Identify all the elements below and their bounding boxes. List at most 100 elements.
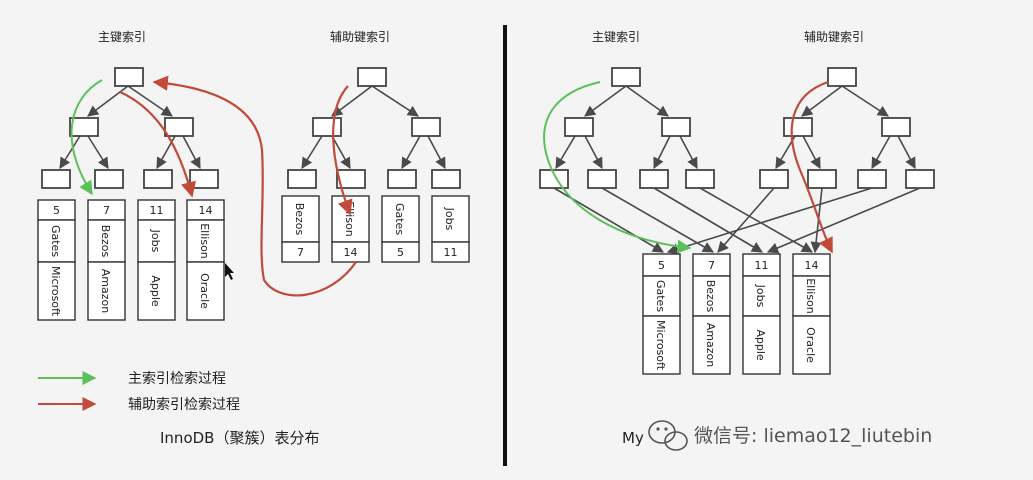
right-primary-index-title: 主键索引 (592, 30, 640, 44)
left-record-company: Microsoft (49, 266, 62, 317)
left-primary-search-path (70, 79, 103, 196)
left-secondary-tree-edges (301, 85, 446, 169)
data-row-company: Amazon (704, 323, 717, 367)
left-record: 14 Ellison Oracle (186, 199, 225, 321)
left-primary-leaf-records: 5 Gates Microsoft 7 Bezos Amazon 11 Jobs (37, 199, 225, 321)
left-record-company: Amazon (99, 269, 112, 313)
right-secondary-index-title: 辅助键索引 (804, 30, 864, 44)
left-record-name: Ellison (198, 223, 211, 259)
left-record-company: Apple (149, 275, 162, 307)
data-row: 11 Jobs Apple (742, 253, 781, 375)
data-row: 7 Bezos Amazon (692, 253, 731, 375)
left-caption: InnoDB（聚簇）表分布 (160, 429, 319, 447)
right-panel: 主键索引 辅助键索引 (539, 30, 935, 447)
left-secondary-leaf-node (287, 169, 317, 189)
legend: 主索引检索过程 辅助索引检索过程 (38, 370, 240, 413)
left-record-id: 14 (199, 204, 213, 217)
secondary-entry: Bezos 7 (281, 195, 320, 263)
secondary-entry-id: 11 (444, 246, 458, 259)
left-record-name: Bezos (99, 225, 112, 258)
mouse-cursor-icon (225, 263, 234, 280)
left-record-company: Oracle (198, 273, 211, 309)
left-primary-leaf-node (94, 169, 124, 189)
right-secondary-search-path (790, 80, 833, 254)
right-primary-inner-node (564, 117, 594, 137)
watermark-text: 微信号: liemao12_liutebin (694, 425, 932, 447)
left-secondary-to-primary-path (119, 90, 196, 198)
secondary-entry-id: 7 (297, 246, 304, 259)
data-row-id: 7 (708, 259, 715, 272)
left-primary-leaf-node (41, 169, 71, 189)
data-row-name: Bezos (704, 280, 717, 313)
right-secondary-leaf-node (905, 169, 935, 189)
left-secondary-root-node (357, 67, 387, 87)
left-record-id: 11 (150, 204, 164, 217)
left-secondary-search-path (332, 85, 353, 216)
right-primary-leaf-node (639, 169, 669, 189)
right-primary-leaf-node (587, 169, 617, 189)
left-secondary-leaf-node (431, 169, 461, 189)
left-panel: 主键索引 辅助键索引 5 (37, 30, 470, 447)
right-secondary-inner-node (881, 117, 911, 137)
left-primary-root-node (114, 67, 144, 87)
secondary-entry: Jobs 11 (431, 195, 470, 263)
left-record-name: Jobs (149, 229, 162, 253)
data-row: 5 Gates Microsoft (642, 253, 681, 375)
data-row-name: Gates (654, 280, 667, 312)
left-secondary-inner-node (411, 117, 441, 137)
data-row-id: 14 (805, 259, 819, 272)
right-data-rows: 5 Gates Microsoft 7 Bezos Amazon 11 Jobs… (642, 253, 831, 375)
watermark: 微信号: liemao12_liutebin (648, 420, 932, 451)
secondary-entry: Gates 5 (381, 195, 420, 263)
left-secondary-tree-nodes (287, 67, 461, 189)
left-record: 11 Jobs Apple (137, 199, 176, 321)
left-secondary-leaf-entries: Bezos 7 Ellison 14 Gates 5 Jobs 11 (281, 195, 470, 263)
data-row-id: 5 (658, 259, 665, 272)
right-primary-inner-node (661, 117, 691, 137)
left-record: 5 Gates Microsoft (37, 199, 76, 321)
secondary-entry-name: Gates (393, 203, 406, 235)
left-primary-inner-node (164, 117, 194, 137)
left-primary-leaf-node (189, 169, 219, 189)
left-secondary-leaf-node (336, 169, 366, 189)
left-secondary-leaf-node (387, 169, 417, 189)
data-row: 14 Ellison Oracle (792, 253, 831, 375)
left-secondary-inner-node (312, 117, 342, 137)
secondary-entry-name: Bezos (293, 203, 306, 236)
legend-red-label: 辅助索引检索过程 (128, 396, 240, 413)
left-record-name: Gates (49, 225, 62, 257)
secondary-entry-name: Jobs (443, 207, 456, 231)
data-row-name: Jobs (754, 284, 767, 308)
left-primary-tree-nodes (41, 67, 219, 189)
left-record: 7 Bezos Amazon (87, 199, 126, 321)
right-secondary-tree-nodes (759, 67, 935, 189)
right-secondary-leaf-node (759, 169, 789, 189)
secondary-entry-name: Ellison (343, 201, 356, 237)
right-primary-leaf-node (685, 169, 715, 189)
left-secondary-index-title: 辅助键索引 (330, 30, 390, 44)
left-primary-leaf-node (143, 169, 173, 189)
right-primary-tree-nodes (539, 67, 715, 189)
right-primary-tree-edges (555, 85, 698, 170)
secondary-entry-id: 5 (397, 246, 404, 259)
wechat-icon (648, 420, 688, 451)
left-record-id: 7 (103, 204, 110, 217)
data-row-company: Microsoft (654, 320, 667, 371)
left-lookup-back-path (152, 75, 357, 297)
data-row-name: Ellison (804, 278, 817, 314)
left-primary-inner-node (69, 117, 99, 137)
right-secondary-leaf-node (807, 169, 837, 189)
right-secondary-inner-node (783, 117, 813, 137)
left-primary-index-title: 主键索引 (98, 30, 146, 44)
data-row-company: Apple (754, 329, 767, 361)
right-secondary-leaf-node (857, 169, 887, 189)
left-record-id: 5 (53, 204, 60, 217)
secondary-entry-id: 14 (344, 246, 358, 259)
right-primary-search-path (543, 81, 692, 254)
right-leaf-to-row-pointers (553, 187, 921, 255)
data-row-company: Oracle (804, 327, 817, 363)
data-row-id: 11 (755, 259, 769, 272)
right-secondary-root-node (827, 67, 857, 87)
legend-green-label: 主索引检索过程 (128, 370, 226, 387)
